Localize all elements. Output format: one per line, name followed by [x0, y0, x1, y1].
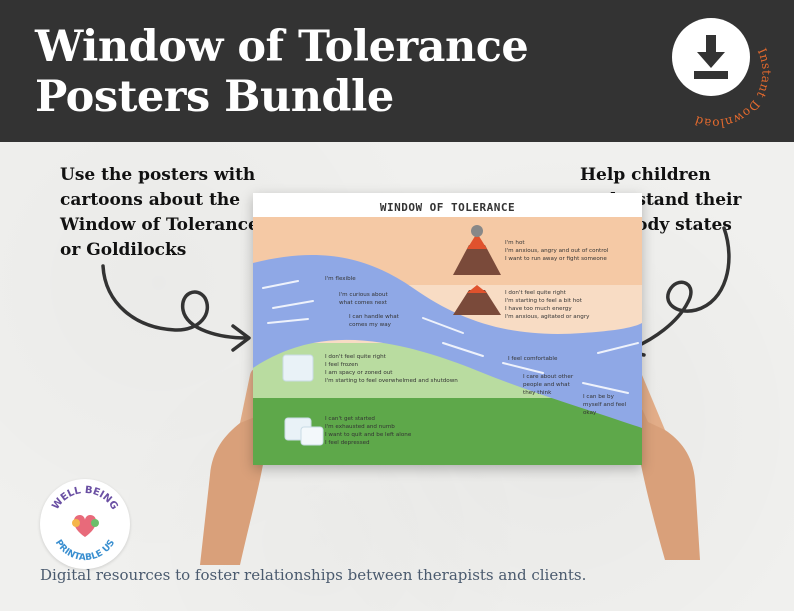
window-of-tolerance-poster: WINDOW OF TOLERANCE I'm hot I'm anxious,…	[253, 193, 642, 465]
download-icon	[694, 35, 728, 79]
volcano-icon	[453, 285, 501, 315]
hypo-line-1: I can't get started	[325, 416, 375, 422]
mild-hyper-line-4: I'm anxious, agitated or angry	[505, 314, 590, 320]
mild-hypo-line-1: I don't feel quite right	[325, 354, 386, 360]
mild-hypo-text: I don't feel quite right I feel frozen I…	[325, 353, 465, 385]
svg-text:Instant Download: Instant Download	[693, 46, 774, 130]
window-right-line-1: I feel comfortable	[508, 356, 558, 362]
hypo-line-3: I want to quit and be left alone	[325, 432, 412, 438]
mild-hypo-line-4: I'm starting to feel overwhelmed and shu…	[325, 378, 458, 384]
mild-hypo-line-3: I am spacy or zoned out	[325, 370, 393, 376]
hypo-line-4: I feel depressed	[325, 440, 370, 446]
mild-hyper-line-1: I don't feel quite right	[505, 290, 566, 296]
left-note-line-1: Use the posters with	[60, 165, 256, 185]
logo-bottom-text: PRINTABLE US	[53, 538, 117, 563]
page-title: Window of Tolerance Posters Bundle	[35, 22, 595, 122]
window-left-line-3: I can handle what comes my way	[349, 314, 399, 328]
title-line-2: Posters Bundle	[35, 72, 394, 122]
left-note-line-3: Window of Tolerance	[60, 215, 259, 235]
volcano-icon-erupting	[453, 225, 501, 275]
window-right-line-2: I care about other people and what they …	[523, 374, 574, 396]
ice-cube-icon-1	[282, 354, 314, 382]
header-banner: Window of Tolerance Posters Bundle Insta…	[0, 0, 794, 142]
logo-artwork: WELL BEING PRINTABLE US	[50, 485, 119, 563]
poster-artwork	[253, 193, 642, 465]
instant-download-label: Instant Download	[693, 46, 773, 130]
poster-title: WINDOW OF TOLERANCE	[379, 201, 516, 214]
ice-cube-icon-2	[284, 417, 324, 446]
logo-top-text: WELL BEING	[50, 485, 119, 512]
mild-hyper-line-3: I have too much energy	[505, 306, 572, 312]
title-line-1: Window of Tolerance	[35, 22, 529, 72]
hypo-line-2: I'm exhausted and numb	[325, 424, 395, 430]
instant-download-ring: Instant Download	[693, 46, 774, 130]
svg-text:PRINTABLE US: PRINTABLE US	[53, 538, 117, 563]
footer-tagline: Digital resources to foster relationship…	[40, 566, 587, 584]
mild-hyper-line-2: I'm starting to feel a bit hot	[505, 298, 582, 304]
left-note-line-2: cartoons about the	[60, 190, 241, 210]
hyper-line-2: I'm anxious, angry and out of control	[505, 248, 609, 254]
hyper-text: I'm hot I'm anxious, angry and out of co…	[505, 239, 635, 263]
hypo-text: I can't get started I'm exhausted and nu…	[325, 415, 465, 447]
hyper-line-3: I want to run away or fight someone	[505, 256, 607, 262]
mild-hypo-line-2: I feel frozen	[325, 362, 359, 368]
mild-hyper-text: I don't feel quite right I'm starting to…	[505, 289, 635, 321]
svg-text:WELL BEING: WELL BEING	[50, 485, 119, 512]
hyper-line-1: I'm hot	[505, 240, 525, 246]
window-left-line-1: I'm flexible	[325, 276, 356, 282]
download-badge	[672, 18, 750, 96]
left-note: Use the posters with cartoons about the …	[60, 163, 270, 263]
right-note-line-1: Help children	[580, 165, 711, 185]
window-left-line-2: I'm curious about what comes next	[339, 292, 388, 306]
left-curly-arrow	[101, 264, 251, 352]
well-being-logo: WELL BEING PRINTABLE US	[40, 479, 130, 569]
left-note-line-4: or Goldilocks	[60, 240, 187, 260]
window-right-line-3: I can be by myself and feel okay	[583, 394, 627, 416]
heart-icon	[73, 515, 97, 537]
